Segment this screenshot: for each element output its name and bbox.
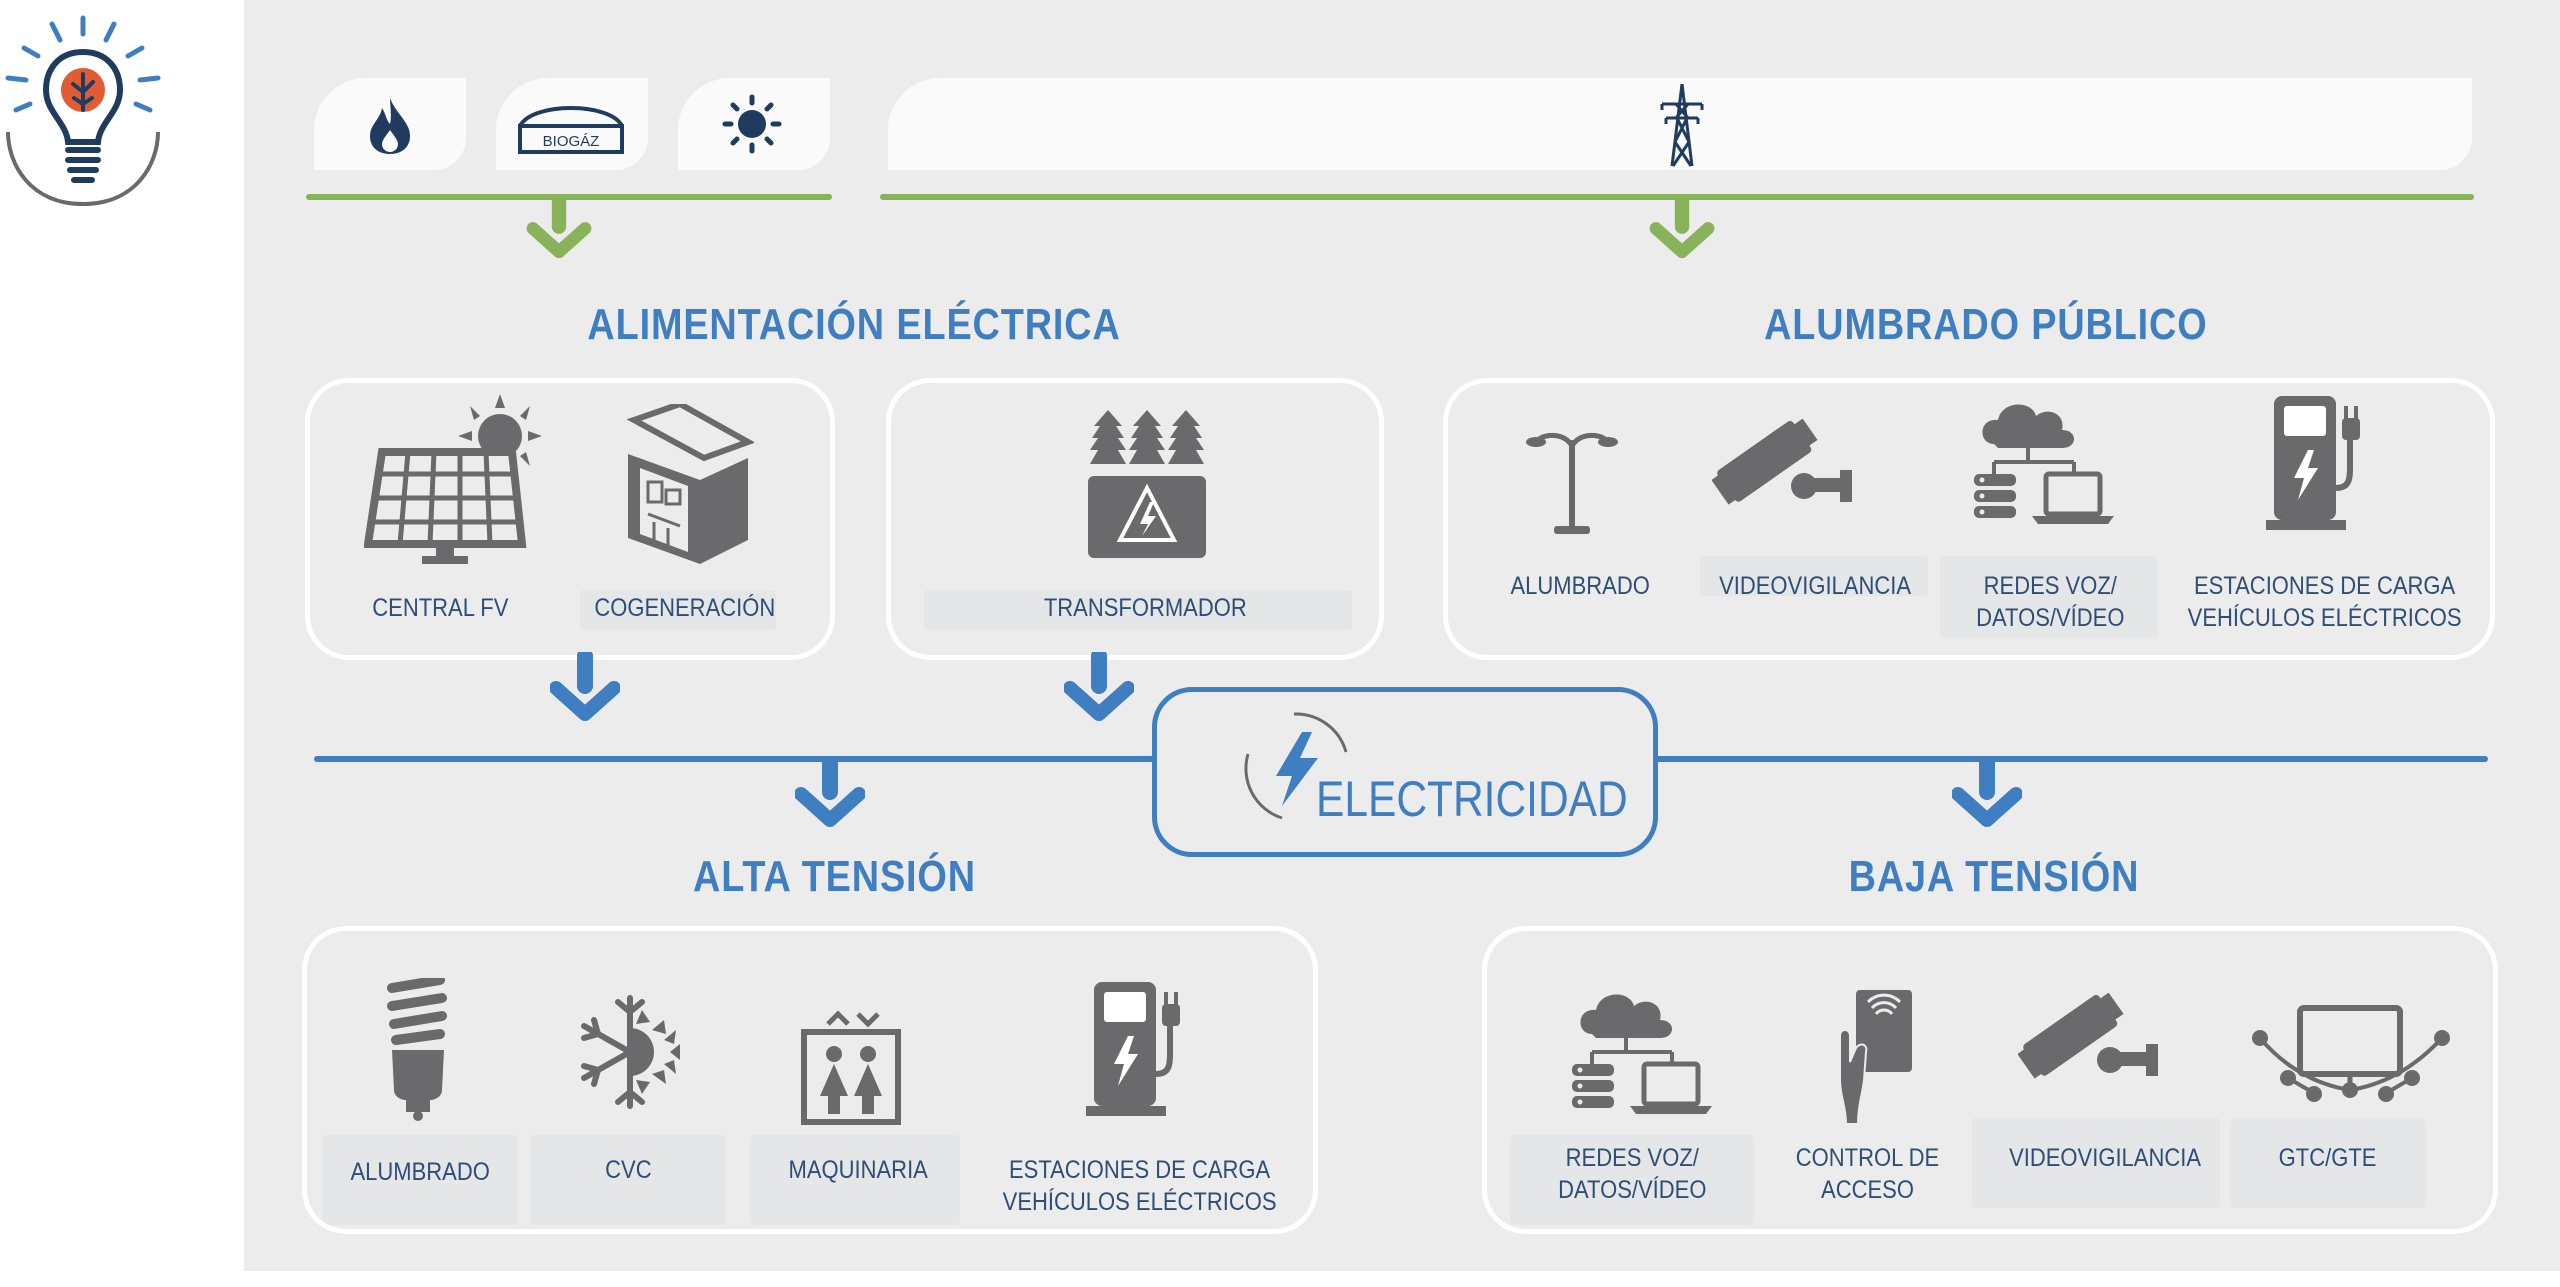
item-label: VIDEOVIGILANCIA [2009, 1144, 2201, 1172]
street-lamp-icon [1526, 433, 1618, 534]
item-label: CONTROL DE ACCESO [1795, 1144, 1939, 1204]
transformer-icon [1088, 410, 1206, 558]
electricity-node [1152, 687, 1658, 857]
item-label: ESTACIONES DE CARGA VEHÍCULOS ELÉCTRICOS [2188, 572, 2462, 632]
grid-source-tab [888, 78, 2472, 170]
item-label: TRANSFORMADOR [1043, 594, 1247, 622]
power-supply-heading: ALIMENTACIÓN ELÉCTRICA [587, 300, 1121, 349]
ev-charger-icon [1084, 982, 1194, 1122]
bms-monitor-icon [2252, 1005, 2450, 1102]
gas-source-tab [314, 78, 466, 170]
down-arrow-icon [524, 196, 594, 268]
label-strip [530, 1135, 726, 1225]
high-voltage-heading: ALTA TENSIÓN [692, 852, 976, 901]
cctv-camera-icon [1712, 412, 1862, 512]
lightning-bolt-icon [1244, 712, 1348, 820]
item-label: REDES VOZ/ DATOS/VÍDEO [1975, 572, 2125, 632]
item-label: GTC/GTE [2279, 1144, 2377, 1172]
public-lighting-heading: ALUMBRADO PÚBLICO [1764, 300, 2208, 349]
public-lighting-box [1443, 378, 2495, 660]
label-strip [580, 590, 776, 630]
sun-icon [722, 94, 782, 154]
cloud-network-icon [1974, 400, 2114, 530]
high-voltage-box [302, 926, 1318, 1234]
item-label: ALUMBRADO [1510, 572, 1650, 600]
item-label: ESTACIONES DE CARGA VEHÍCULOS ELÉCTRICOS [1003, 1156, 1277, 1216]
down-arrow-icon [795, 758, 865, 838]
elevator-icon [801, 1010, 901, 1125]
label-strip [1972, 1118, 2220, 1208]
label-strip [750, 1135, 960, 1225]
label-strip [2230, 1118, 2426, 1208]
down-arrow-icon [1064, 652, 1134, 732]
low-voltage-box [1482, 926, 2498, 1234]
biogas-tank-icon: BIOGÁZ [518, 106, 624, 154]
sources-green-line [306, 194, 832, 200]
biogas-source-tab: BIOGÁZ [496, 78, 648, 170]
transformer-box [886, 378, 1384, 660]
solar-panel-icon [364, 394, 542, 564]
cogeneration-cabinet-icon [626, 404, 754, 564]
item-label: ALUMBRADO [350, 1158, 490, 1186]
label-strip [322, 1135, 518, 1225]
label-strip [924, 590, 1352, 630]
lightbulb-logo-icon [5, 15, 161, 207]
access-card-icon [1839, 990, 1912, 1125]
electricity-label: ELECTRICIDAD [1316, 771, 1628, 827]
item-label: MAQUINARIA [788, 1156, 928, 1184]
down-arrow-icon [550, 652, 620, 732]
cfl-bulb-icon [387, 978, 447, 1121]
item-label: VIDEOVIGILANCIA [1719, 572, 1911, 600]
label-strip [1940, 556, 2158, 638]
item-label: CENTRAL FV [371, 594, 509, 622]
hvac-snow-sun-icon [581, 995, 680, 1109]
item-label: REDES VOZ/ DATOS/VÍDEO [1557, 1144, 1707, 1204]
low-voltage-heading: BAJA TENSIÓN [1848, 852, 2140, 901]
solar-source-tab [678, 78, 830, 170]
power-generation-box [305, 378, 835, 660]
electricity-line-right [1652, 756, 2488, 762]
item-label: CVC [604, 1156, 652, 1184]
power-tower-icon [1660, 83, 1704, 167]
down-arrow-icon [1952, 758, 2022, 838]
gas-flame-icon [370, 98, 410, 154]
cctv-camera-icon [2018, 986, 2168, 1086]
electricity-line-left [314, 756, 1160, 762]
down-arrow-icon [1647, 196, 1717, 268]
label-strip [1510, 1135, 1754, 1225]
cloud-network-icon [1572, 990, 1712, 1120]
biogas-badge: BIOGÁZ [543, 133, 600, 150]
label-strip [1700, 556, 1928, 596]
item-label: COGENERACIÓN [594, 594, 776, 622]
ev-charger-icon [2264, 396, 2374, 536]
